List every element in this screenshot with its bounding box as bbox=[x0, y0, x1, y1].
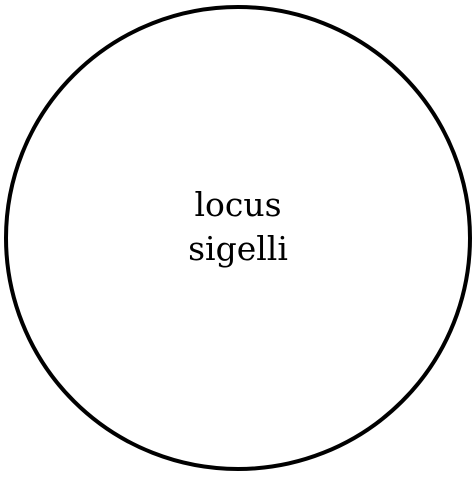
seal-circle-outline bbox=[4, 5, 472, 471]
seal-label: locus sigelli bbox=[0, 183, 476, 271]
seal-label-line-2: sigelli bbox=[188, 229, 288, 268]
seal-label-line-1: locus bbox=[194, 185, 282, 224]
